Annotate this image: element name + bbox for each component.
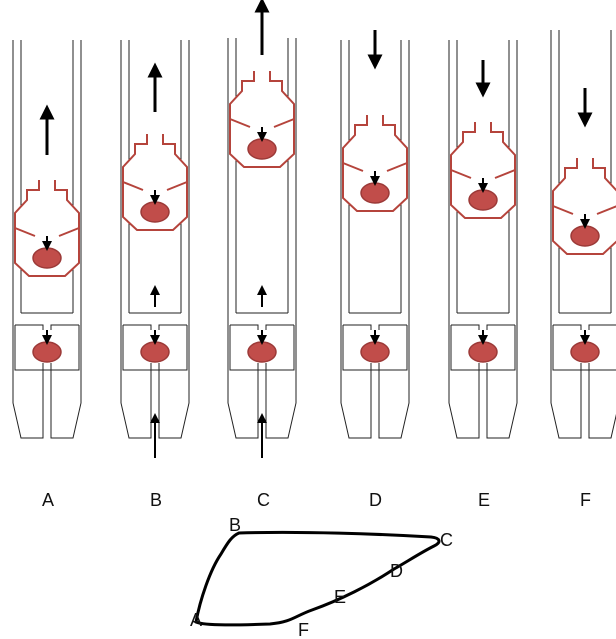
pump-stage-d — [340, 30, 410, 439]
standing-valve-ball — [468, 341, 498, 363]
pump-stage-e — [448, 40, 518, 439]
card-point-d: D — [390, 561, 403, 581]
standing-valve-cage — [14, 324, 80, 371]
standing-valve-cage — [122, 324, 188, 371]
plunger-seat — [342, 162, 408, 172]
stage-label-d: D — [369, 490, 382, 510]
pump-barrel — [227, 38, 297, 439]
pump-stages — [12, 0, 616, 458]
standing-valve-cage — [342, 324, 408, 371]
traveling-valve-ball — [468, 189, 498, 211]
card-point-e: E — [334, 587, 346, 607]
pump-stage-b — [120, 40, 190, 458]
traveling-valve-plunger — [122, 134, 188, 231]
stage-label-f: F — [580, 490, 591, 510]
standing-valve-ball — [360, 341, 390, 363]
traveling-valve-plunger — [450, 122, 516, 219]
traveling-valve-ball — [32, 247, 62, 269]
pump-barrel — [448, 40, 518, 439]
traveling-valve-ball — [570, 225, 600, 247]
stage-label-b: B — [150, 490, 162, 510]
traveling-valve-plunger — [229, 71, 295, 168]
pump-stage-c — [227, 0, 297, 458]
card-point-a: A — [190, 610, 202, 630]
plunger-seat — [229, 118, 295, 128]
traveling-valve-ball — [360, 182, 390, 204]
card-point-b: B — [229, 515, 241, 535]
card-point-c: C — [440, 530, 453, 550]
standing-valve-ball — [247, 341, 277, 363]
pump-stage-f — [550, 30, 616, 439]
pump-barrel — [550, 30, 616, 439]
traveling-valve-plunger — [552, 158, 616, 255]
standing-valve-cage — [229, 324, 295, 371]
dynamometer-card-outline — [194, 530, 441, 627]
standing-valve-cage — [552, 324, 616, 371]
standing-valve-ball — [32, 341, 62, 363]
stage-label-e: E — [478, 490, 490, 510]
standing-valve-ball — [570, 341, 600, 363]
standing-valve-cage — [450, 324, 516, 371]
pump-stage-a — [12, 40, 82, 439]
traveling-valve-ball — [247, 138, 277, 160]
stage-label-c: C — [257, 490, 270, 510]
pump-barrel — [12, 40, 82, 439]
traveling-valve-ball — [140, 201, 170, 223]
traveling-valve-plunger — [342, 115, 408, 212]
stage-label-a: A — [42, 490, 54, 510]
standing-valve-ball — [140, 341, 170, 363]
card-point-f: F — [298, 620, 309, 639]
pump-barrel — [340, 40, 410, 439]
plunger-seat — [122, 181, 188, 191]
traveling-valve-plunger — [14, 180, 80, 277]
plunger-seat — [14, 227, 80, 237]
plunger-seat — [450, 169, 516, 179]
plunger-seat — [552, 205, 616, 215]
